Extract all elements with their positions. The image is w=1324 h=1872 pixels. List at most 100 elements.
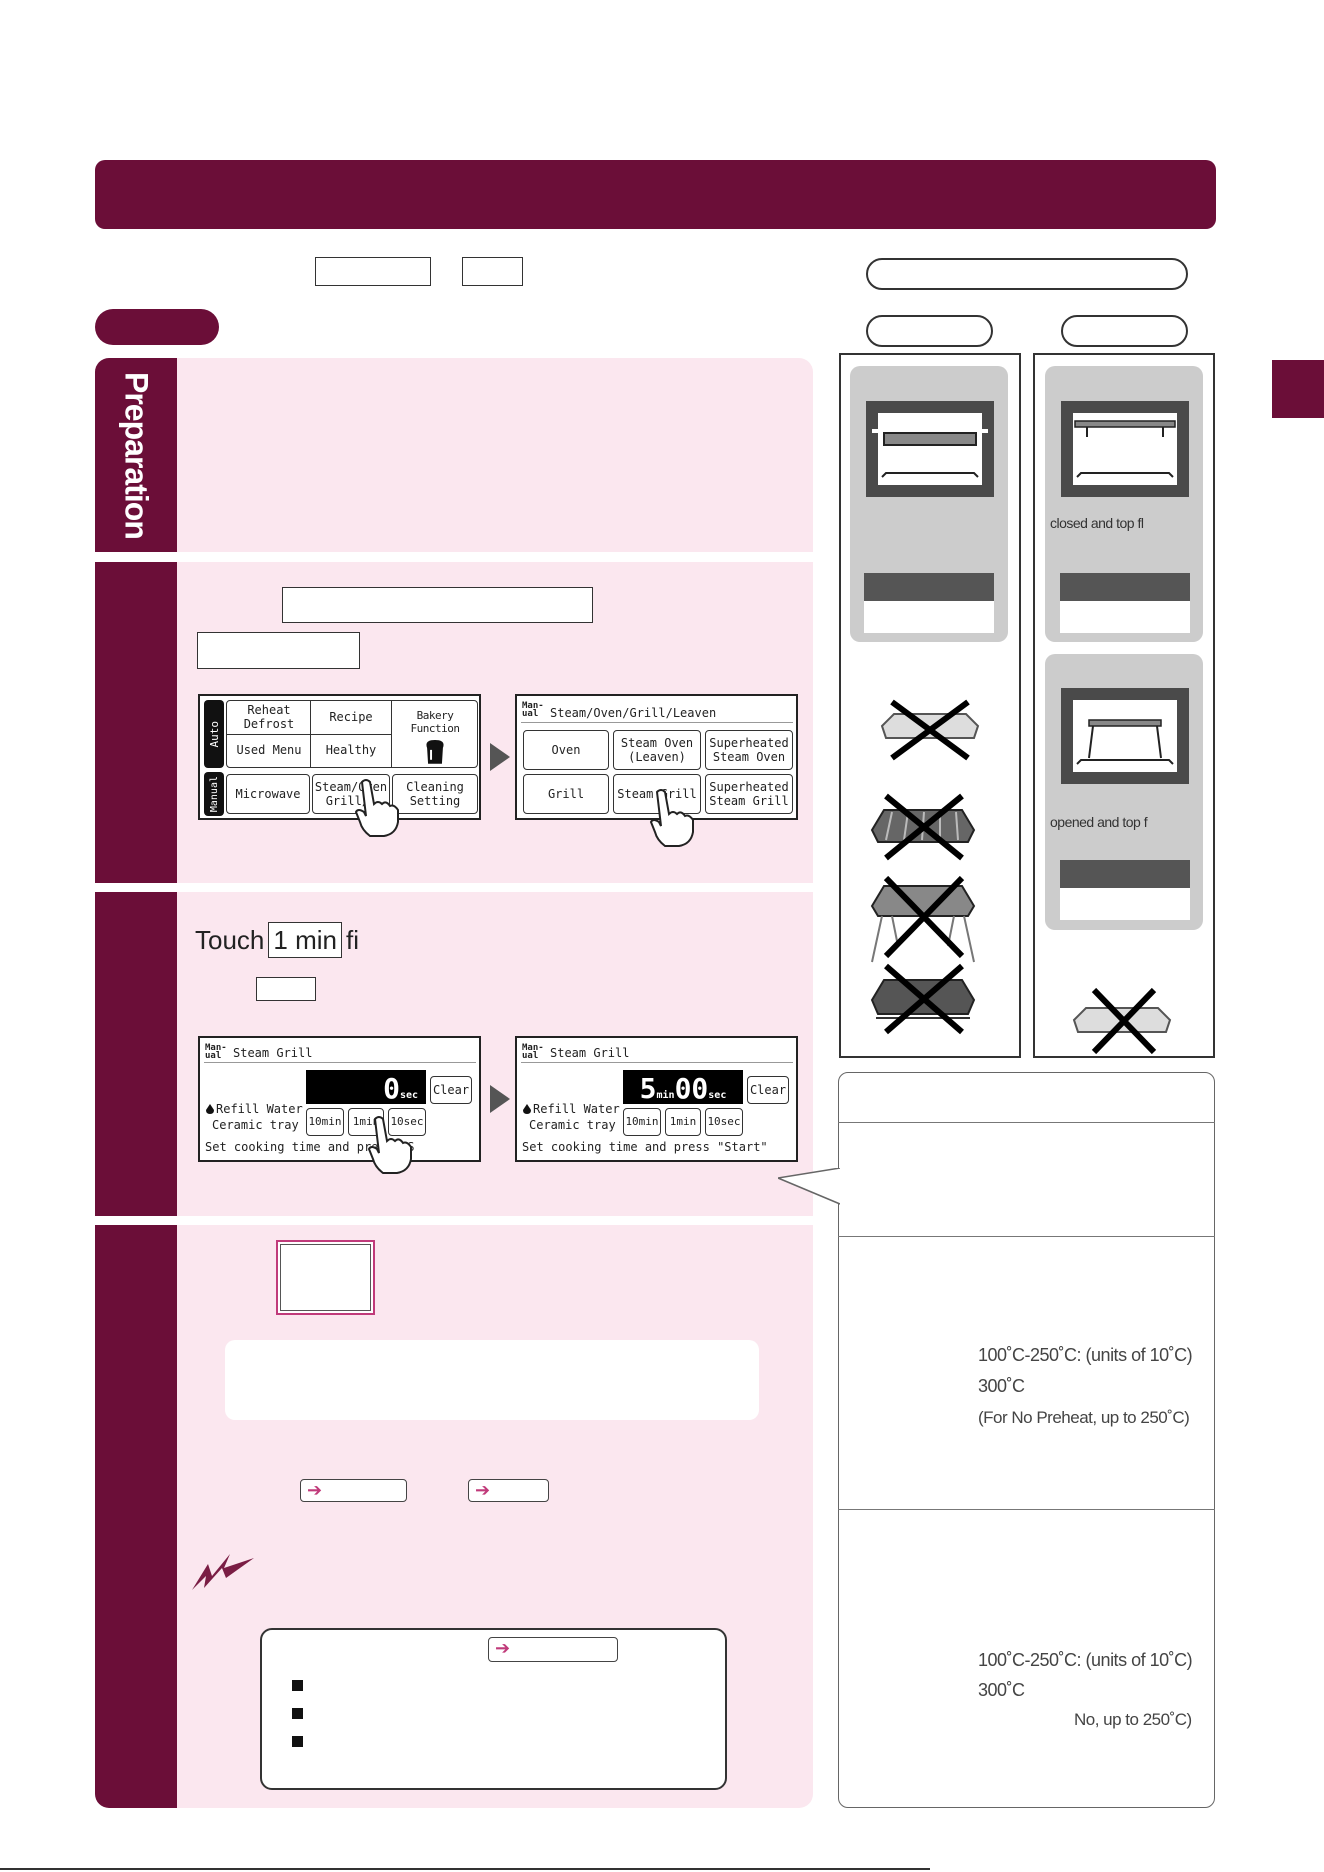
grill-button[interactable]: Grill bbox=[523, 774, 609, 814]
healthy-button[interactable]: Healthy bbox=[325, 743, 377, 758]
microwave-button[interactable]: Microwave bbox=[226, 774, 310, 814]
water-drop-icon bbox=[206, 1104, 214, 1114]
step3-key-box bbox=[256, 977, 316, 1001]
col2-rack-image-2 bbox=[1061, 688, 1189, 784]
bottom-rule bbox=[0, 1868, 930, 1870]
col1-header-pill bbox=[866, 315, 993, 347]
arrow-right-icon: ➔ bbox=[495, 1638, 511, 1658]
ten-sec-button[interactable]: 10sec bbox=[705, 1108, 743, 1136]
col2-header-pill bbox=[1061, 315, 1188, 347]
ref-link-2[interactable]: ➔ bbox=[468, 1479, 549, 1502]
steam-grill-button[interactable]: Steam Grill bbox=[613, 774, 701, 814]
preparation-panel bbox=[177, 358, 813, 552]
superheated-steam-grill-button[interactable]: Superheated Steam Grill bbox=[705, 774, 793, 814]
hand-pointer-icon-2 bbox=[649, 789, 694, 847]
not-allowed-ceramic-tray-icon bbox=[880, 699, 980, 761]
callout-pointer bbox=[778, 1168, 840, 1205]
screen-title: Steam Grill bbox=[233, 1046, 313, 1060]
one-min-key: 1 min bbox=[268, 922, 342, 958]
arrow-right-icon: ➔ bbox=[475, 1480, 491, 1500]
screen-title: Steam/Oven/Grill/Leaven bbox=[550, 706, 717, 720]
reheat-defrost-button[interactable]: Reheat Defrost bbox=[243, 703, 295, 731]
bullet-2 bbox=[292, 1708, 303, 1719]
superheated-steam-oven-button[interactable]: Superheated Steam Oven bbox=[705, 730, 793, 770]
menu-screen-1: Auto Manual Reheat Defrost Recipe Bakery… bbox=[198, 694, 481, 820]
step3-instruction: Touch 1 min fi bbox=[195, 922, 359, 958]
header-bar bbox=[95, 160, 1216, 229]
accessory-col-1 bbox=[839, 353, 1021, 1058]
water-drop-icon bbox=[523, 1104, 531, 1114]
auto-tab: Auto bbox=[204, 700, 224, 768]
tray-on-rack-icon bbox=[872, 413, 988, 485]
arrow-right-icon: ➔ bbox=[307, 1480, 323, 1500]
hand-pointer-icon bbox=[354, 779, 399, 837]
section-pill bbox=[95, 309, 219, 345]
timer-screen-2: Man- ual Steam Grill 5 min 00 sec Clear … bbox=[515, 1036, 798, 1162]
bread-icon bbox=[426, 740, 444, 765]
next-arrow-icon-2 bbox=[490, 1085, 510, 1113]
time-display: 5 min 00 sec bbox=[623, 1070, 743, 1105]
chapter-tab bbox=[1272, 360, 1324, 418]
next-arrow-icon bbox=[490, 743, 510, 771]
bullet-1 bbox=[292, 1680, 303, 1691]
preparation-side bbox=[95, 358, 177, 552]
col1-label-dark bbox=[864, 573, 994, 601]
ceramic-tray-label: Ceramic tray bbox=[529, 1118, 616, 1132]
hand-pointer-icon-3 bbox=[367, 1116, 412, 1174]
step4-side bbox=[95, 1225, 177, 1808]
start-button-box[interactable] bbox=[276, 1240, 375, 1315]
clear-button[interactable]: Clear bbox=[747, 1076, 789, 1104]
screen-footer: Set cooking time and press "S bbox=[205, 1140, 415, 1154]
note-box bbox=[225, 1340, 759, 1420]
cleaning-setting-button[interactable]: Cleaning Setting bbox=[392, 774, 478, 814]
recipe-button[interactable]: Recipe bbox=[329, 710, 373, 725]
not-allowed-ceramic-tray-icon-2 bbox=[1072, 987, 1172, 1055]
step3-side bbox=[95, 892, 177, 1216]
time-display: 0 sec bbox=[306, 1070, 426, 1105]
bakery-function-button[interactable]: Bakery Function bbox=[392, 702, 478, 766]
step2-side bbox=[95, 562, 177, 883]
screen-footer: Set cooking time and press "Start" bbox=[522, 1140, 768, 1154]
col2-caption-2: opened and top f bbox=[1050, 814, 1148, 830]
used-menu-button[interactable]: Used Menu bbox=[236, 743, 302, 758]
ceramic-tray-label: Ceramic tray bbox=[212, 1118, 299, 1132]
clear-button[interactable]: Clear bbox=[430, 1076, 472, 1104]
timer-screen-1: Man- ual Steam Grill 0 sec Clear Refill … bbox=[198, 1036, 481, 1162]
step2-key-box-2 bbox=[197, 632, 360, 669]
screen-title: Steam Grill bbox=[550, 1046, 630, 1060]
col2-caption-1: closed and top fl bbox=[1050, 515, 1144, 531]
rack-legs-icon bbox=[1073, 700, 1177, 772]
ten-min-button[interactable]: 10min bbox=[306, 1108, 344, 1136]
not-allowed-grill-stand-icon bbox=[870, 876, 976, 963]
key-box-2 bbox=[462, 257, 523, 286]
lightning-icon bbox=[192, 1554, 254, 1590]
info-table bbox=[838, 1072, 1215, 1808]
col1-label-light bbox=[864, 601, 994, 633]
not-allowed-grill-rack-icon bbox=[870, 793, 976, 861]
ref-link-3[interactable]: ➔ bbox=[488, 1637, 618, 1662]
one-min-button[interactable]: 1min bbox=[665, 1108, 701, 1136]
manual-tag: Man- ual bbox=[522, 1043, 544, 1061]
ten-sec-button[interactable]: 10sec bbox=[388, 1108, 426, 1136]
temp-range-1: 100˚C-250˚C: (units of 10˚C) 300˚C (For … bbox=[978, 1345, 1193, 1427]
ref-link-1[interactable]: ➔ bbox=[300, 1479, 407, 1502]
accessory-col-2 bbox=[1033, 353, 1215, 1058]
manual-tag: Man- ual bbox=[522, 701, 544, 719]
ten-min-button[interactable]: 10min bbox=[623, 1108, 661, 1136]
col2-label-light-2 bbox=[1060, 888, 1190, 920]
rack-icon bbox=[1073, 413, 1177, 485]
refill-water-label: Refill Water bbox=[523, 1102, 620, 1116]
oven-button[interactable]: Oven bbox=[523, 730, 609, 770]
col2-label-dark-2 bbox=[1060, 860, 1190, 888]
refill-water-label: Refill Water bbox=[206, 1102, 303, 1116]
manual-tab: Manual bbox=[204, 772, 224, 816]
col2-rack-image-1 bbox=[1061, 401, 1189, 497]
manual-tag: Man- ual bbox=[205, 1043, 227, 1061]
right-header-pill bbox=[866, 258, 1188, 290]
menu-screen-2: Man- ual Steam/Oven/Grill/Leaven Oven St… bbox=[515, 694, 798, 820]
col1-tray-image bbox=[866, 401, 994, 497]
bullet-3 bbox=[292, 1736, 303, 1747]
steam-oven-leaven-button[interactable]: Steam Oven (Leaven) bbox=[613, 730, 701, 770]
col2-label-dark-1 bbox=[1060, 573, 1190, 601]
col2-label-light-1 bbox=[1060, 601, 1190, 633]
